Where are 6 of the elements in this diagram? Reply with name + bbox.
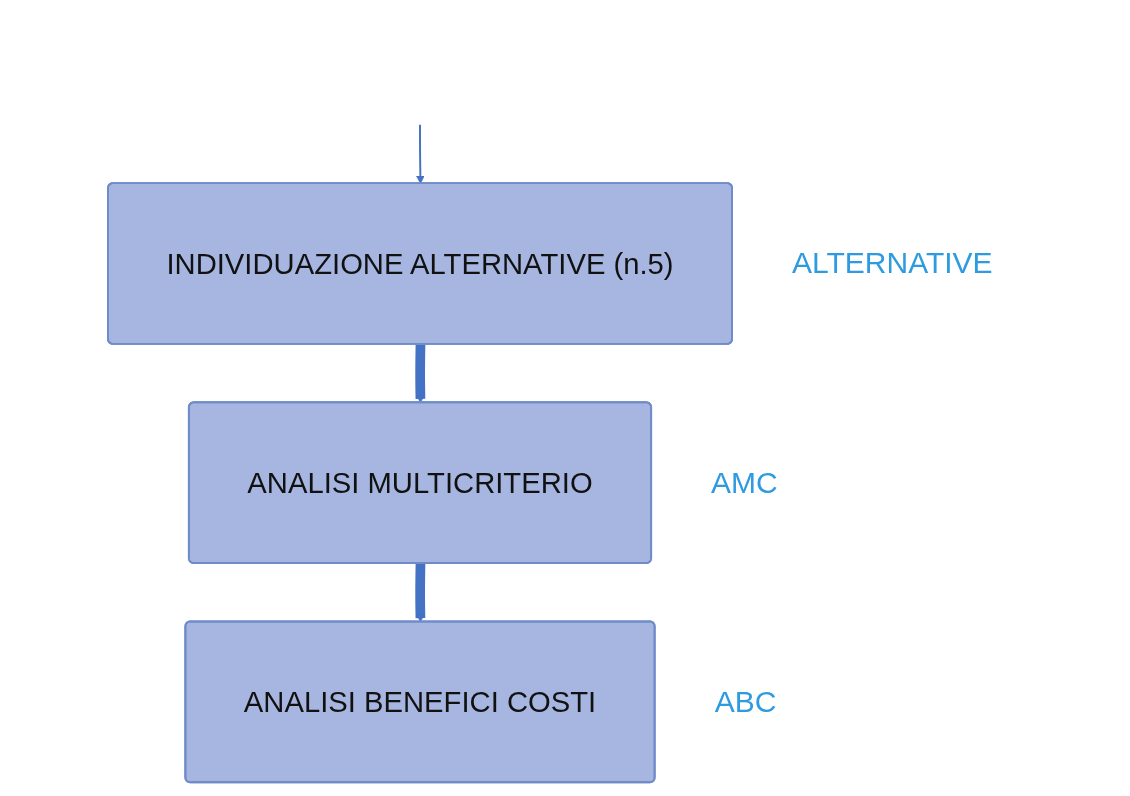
side-label: AMC [711, 465, 778, 500]
side-label: ABC [714, 684, 777, 719]
side-label: ALTERNATIVE [792, 246, 993, 281]
arrow [415, 344, 426, 404]
arrow [415, 563, 426, 623]
arrow [416, 123, 425, 184]
